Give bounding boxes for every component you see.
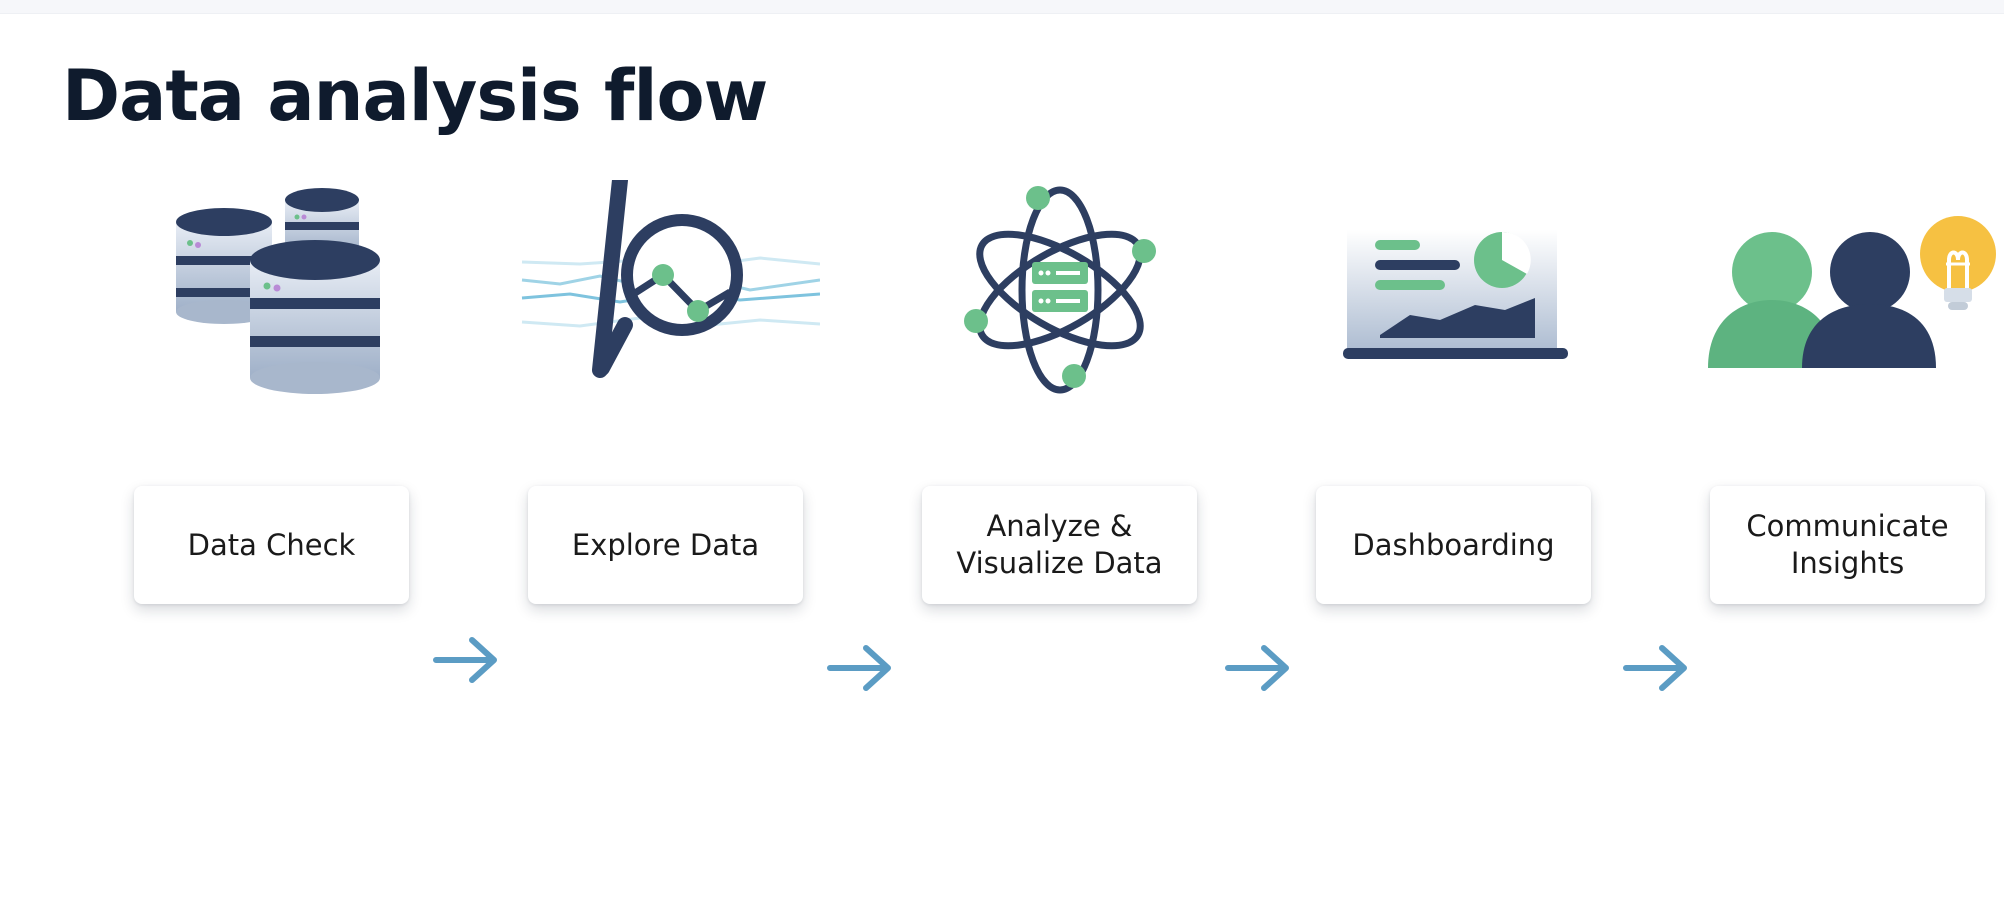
step-label: Communicate Insights — [1746, 509, 1949, 580]
atom-server-icon — [910, 180, 1210, 400]
page-title: Data analysis flow — [62, 55, 768, 137]
step-card-explore-data: Explore Data — [528, 486, 803, 604]
people-lightbulb-icon — [1700, 180, 2000, 400]
top-bar — [0, 0, 2004, 14]
arrow-right-icon — [1224, 638, 1294, 698]
arrow-right-icon — [826, 638, 896, 698]
database-stack-icon — [160, 180, 460, 400]
step-label: Dashboarding — [1352, 527, 1555, 562]
step-label: Analyze & Visualize Data — [956, 509, 1163, 580]
laptop-dashboard-icon — [1305, 180, 1605, 400]
step-card-dashboarding: Dashboarding — [1316, 486, 1591, 604]
step-card-data-check: Data Check — [134, 486, 409, 604]
magnifier-chart-icon — [520, 180, 820, 400]
step-card-communicate-insights: Communicate Insights — [1710, 486, 1985, 604]
step-label: Data Check — [187, 527, 356, 562]
arrow-right-icon — [1622, 638, 1692, 698]
arrow-right-icon — [432, 630, 502, 690]
step-card-analyze-visualize: Analyze & Visualize Data — [922, 486, 1197, 604]
step-label: Explore Data — [571, 527, 760, 562]
